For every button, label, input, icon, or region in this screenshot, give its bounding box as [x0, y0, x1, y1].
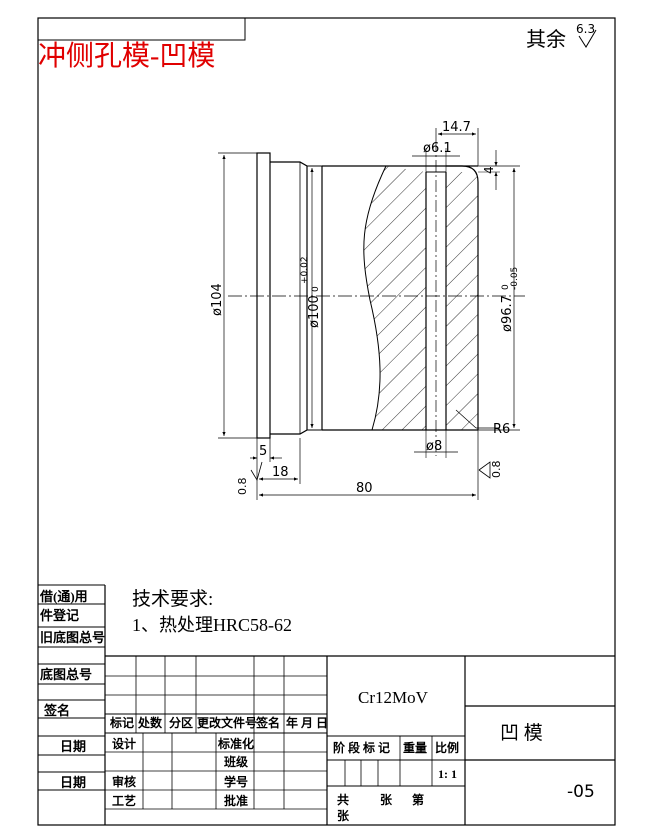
tb-num: 第 — [412, 792, 424, 807]
side-label-date-1: 日期 — [60, 739, 86, 754]
title-box — [37, 17, 246, 41]
notes-heading: 技术要求: — [132, 588, 213, 610]
side-label-base-drawing: 底图总号 — [40, 667, 92, 682]
section-hatch — [363, 166, 426, 430]
tb-part-name: 凹 模 — [500, 722, 543, 744]
tb-change-doc: 更改文件号 — [197, 715, 257, 730]
rough-left-value: 0.8 — [236, 478, 249, 496]
tb-zone: 分区 — [169, 715, 193, 730]
drawing-title: 冲侧孔模-凹模 — [38, 40, 215, 72]
tb-scale: 1: 1 — [438, 767, 457, 781]
roughness-value: 6.3 — [576, 22, 595, 36]
dim-radius: R6 — [493, 422, 510, 437]
tb-ratio: 比例 — [435, 740, 459, 755]
tb-sheet: 张 — [380, 792, 393, 807]
tb-role-student-no: 学号 — [224, 774, 248, 789]
flange-body — [256, 152, 271, 439]
roughness-note: 其余 — [526, 28, 566, 51]
tb-stage: 阶 段 标 记 — [333, 740, 390, 755]
dim-bore-tol-upper: 0 — [501, 284, 511, 290]
dim-len-80: 80 — [356, 481, 373, 496]
dim-hole-diameter: ø6.1 — [423, 141, 452, 156]
side-label-date-2: 日期 — [60, 775, 86, 790]
dim-step-diameter: ø100 — [307, 295, 322, 328]
tb-role-process: 工艺 — [112, 793, 136, 808]
tb-weight: 重量 — [403, 740, 427, 755]
rough-right-value: 0.8 — [490, 461, 503, 479]
tb-material: Cr12MoV — [358, 688, 429, 707]
dim-bore-diameter: ø96.7 — [500, 295, 515, 332]
tb-drawing-no: -05 — [567, 782, 595, 802]
roughness-symbol-icon — [578, 29, 597, 48]
dim-step-tol-upper: +0.02 — [300, 256, 310, 284]
tb-total: 共 — [337, 792, 349, 807]
dim-bore-tol-lower: -0.05 — [510, 267, 520, 290]
dim-hole-offset: 14.7 — [442, 120, 471, 135]
tb-sheet2: 张 — [337, 808, 350, 823]
roughness-left-icon — [250, 461, 263, 482]
tb-role-design: 设计 — [112, 736, 136, 751]
notes-item-1: 1、热处理HRC58-62 — [132, 615, 292, 635]
side-label-signature: 签名 — [43, 703, 70, 718]
dim-outer-diameter: ø104 — [210, 283, 225, 316]
dim-len-5: 5 — [259, 444, 267, 459]
roughness-right-icon — [478, 461, 491, 479]
tb-role-class: 班级 — [224, 754, 248, 769]
break-line — [363, 165, 387, 431]
side-label-borrow: 借(通)用 — [39, 589, 88, 604]
tb-count: 处数 — [137, 715, 163, 730]
tb-mark: 标记 — [109, 715, 134, 730]
dim-len-18: 18 — [272, 465, 289, 480]
tb-date: 年 月 日 — [286, 715, 328, 730]
tb-role-approve: 批准 — [224, 793, 248, 808]
tb-sign: 签名 — [255, 715, 280, 730]
dim-step-tol-lower: 0 — [311, 286, 321, 292]
tb-role-standard: 标准化 — [217, 736, 254, 751]
dim-hole-8: ø8 — [426, 439, 442, 454]
tb-role-review: 审核 — [112, 774, 136, 789]
side-label-register: 件登记 — [40, 608, 79, 623]
dim-depth-4: 4 — [482, 166, 496, 174]
side-label-old-drawing: 旧底图总号 — [40, 630, 105, 645]
title-block — [105, 655, 615, 825]
